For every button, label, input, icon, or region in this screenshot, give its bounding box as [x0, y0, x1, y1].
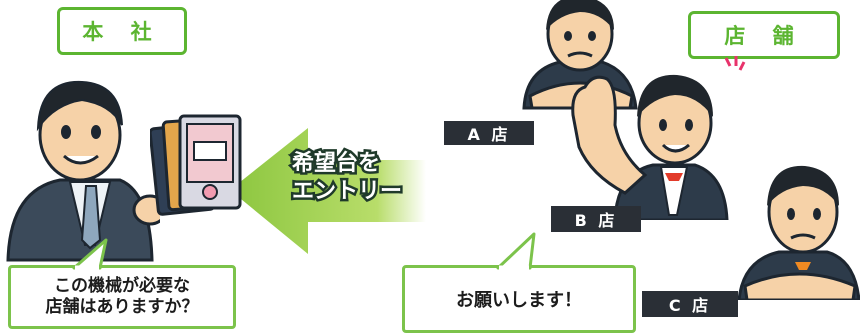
- slot-machine-cards-icon: [150, 114, 242, 216]
- stores-label: 店 舗: [688, 11, 840, 59]
- head-office-label: 本 社: [57, 7, 187, 55]
- arrow-text-line1: 希望台を: [289, 149, 382, 179]
- store-a-tag: A 店: [444, 121, 534, 145]
- head-office-man-illustration: [6, 80, 160, 262]
- head-office-speech-bubble: この機械が必要な 店舗はありますか？: [8, 265, 236, 329]
- arrow-text-line2: エントリー: [289, 177, 404, 207]
- store-speech-bubble: お願いします！: [402, 265, 636, 333]
- entry-arrow: [230, 128, 426, 254]
- head-office-bubble-line1: この機械が必要な: [54, 276, 190, 296]
- store-b-man-illustration: [571, 74, 729, 220]
- store-bubble-tail: [496, 232, 536, 270]
- store-c-man-illustration: [737, 165, 860, 300]
- head-office-bubble-tail: [72, 238, 108, 270]
- store-b-tag: B 店: [551, 206, 641, 232]
- head-office-bubble-line2: 店舗はありますか？: [45, 297, 199, 317]
- arrow-text: 希望台を エントリー: [289, 149, 404, 207]
- store-c-tag: C 店: [642, 291, 738, 317]
- surprise-marks-icon: [724, 56, 746, 71]
